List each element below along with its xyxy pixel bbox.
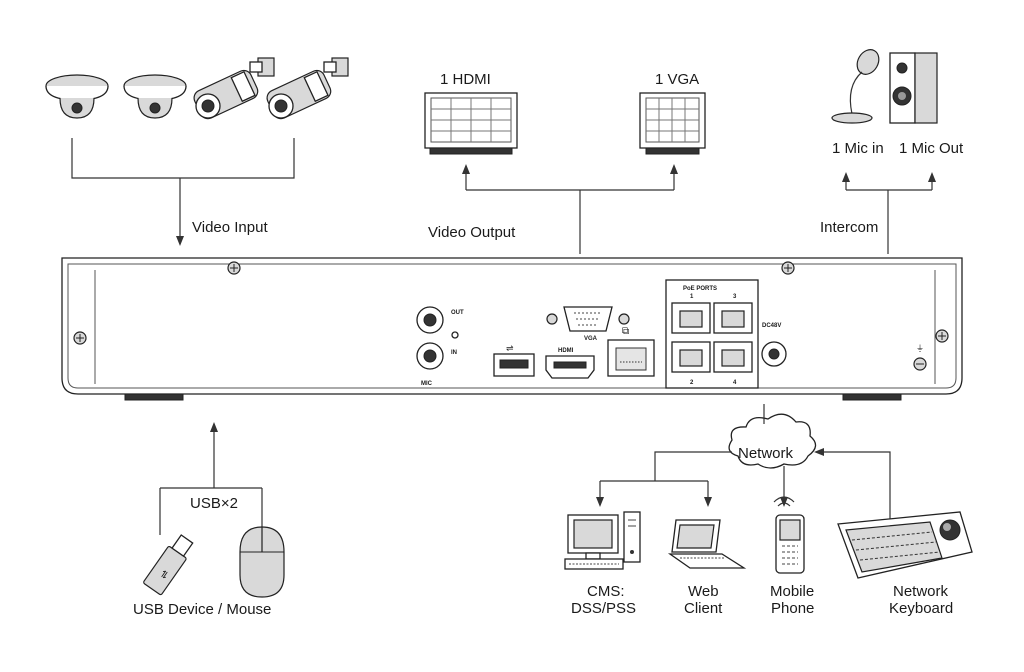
microphone-icon (831, 49, 880, 124)
poe-port-4 (713, 341, 753, 373)
usb-icon: ⇌ (506, 343, 514, 353)
usb-device-mouse-label: USB Device / Mouse (133, 601, 271, 618)
hdmi-monitor-icon (424, 92, 518, 155)
nvr-rear-panel: OUT IN MIC VGA ⇌ HDMI (61, 257, 963, 401)
mic-out-label: 1 Mic Out (899, 140, 964, 157)
hdmi-port-text: HDMI (558, 348, 574, 354)
network-keyboard-label-line1: Network (893, 583, 949, 600)
hdmi-monitor-label: 1 HDMI (440, 71, 491, 88)
network-cloud-icon (728, 413, 817, 469)
screw-icon (227, 261, 241, 275)
mobile-phone-label-line2: Phone (771, 600, 814, 617)
power-jack (761, 341, 787, 367)
vga-port: VGA (546, 306, 630, 342)
poe-port-block: PoE PORTS 1 3 2 4 (665, 279, 759, 389)
speaker-icon (889, 52, 938, 124)
dome-camera-icon (123, 74, 187, 119)
audio-out-text: OUT (451, 310, 464, 316)
vga-monitor-label: 1 VGA (655, 71, 699, 88)
hdmi-port: HDMI (545, 348, 595, 379)
network-label: Network (738, 445, 794, 462)
mobile-phone-icon (773, 496, 805, 574)
mic-in-label: 1 Mic in (832, 140, 884, 157)
vga-monitor-icon (639, 92, 706, 155)
screw-icon (781, 261, 795, 275)
desktop-computer-icon (564, 511, 641, 570)
audio-out-jack: OUT (416, 306, 464, 334)
camera-group (45, 57, 349, 120)
network-keyboard-label-line2: Keyboard (889, 600, 953, 617)
poe-port-3 (713, 302, 753, 334)
poe-port-4-text: 4 (733, 380, 737, 386)
poe-port-1-text: 1 (690, 294, 694, 300)
usb-x2-label: USB×2 (190, 495, 238, 512)
network-keyboard-icon (837, 511, 973, 579)
audio-in-jack: IN (416, 342, 457, 370)
ground-screw-icon: ⏚ (913, 344, 927, 371)
poe-port-2 (671, 341, 711, 373)
poe-port-1 (671, 302, 711, 334)
poe-port-2-text: 2 (690, 380, 694, 386)
screw-icon (935, 329, 949, 343)
screw-icon (73, 331, 87, 345)
poe-port-3-text: 3 (733, 294, 737, 300)
video-input-label: Video Input (192, 219, 268, 236)
cms-label-line2: DSS/PSS (571, 600, 636, 617)
svg-text:⏚: ⏚ (916, 344, 924, 353)
usb-port: ⇌ (493, 343, 535, 377)
dome-camera-icon (45, 74, 109, 119)
web-client-label-line1: Web (688, 583, 719, 600)
bullet-camera-icon (193, 57, 275, 120)
usb-drive-icon: ⇌ (143, 534, 194, 596)
usb-connector (159, 422, 263, 535)
intercom-label: Intercom (820, 219, 878, 236)
video-output-label: Video Output (428, 224, 516, 241)
poe-ports-text: PoE PORTS (683, 286, 717, 292)
mobile-phone-label-line1: Mobile (770, 583, 814, 600)
video-input-connector (71, 138, 295, 246)
mic-port-text: MIC (421, 381, 433, 387)
vga-port-text: VGA (584, 336, 598, 342)
mouse-icon (239, 526, 285, 598)
video-output-connector (462, 164, 678, 254)
power-text: DC48V (762, 323, 781, 329)
audio-in-text: IN (451, 350, 457, 356)
indicator-led (451, 331, 459, 339)
laptop-icon (667, 519, 747, 569)
cms-label-line1: CMS: (587, 583, 625, 600)
lan-icon: ⧉ (622, 326, 629, 337)
ethernet-port: ⧉ (607, 326, 655, 377)
intercom-connector (842, 172, 936, 254)
web-client-label-line2: Client (684, 600, 723, 617)
network-connector (596, 404, 891, 520)
bullet-camera-icon (266, 57, 349, 120)
